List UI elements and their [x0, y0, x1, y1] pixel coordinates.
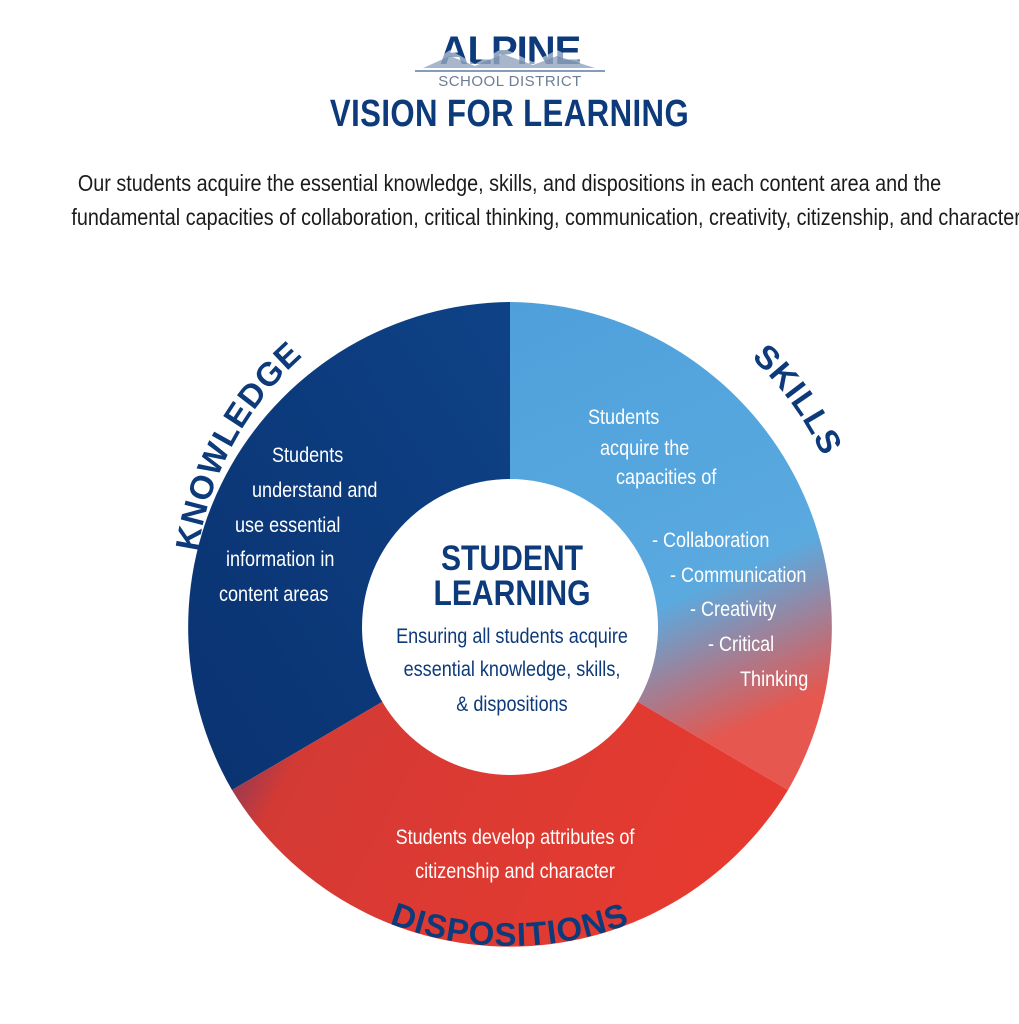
logo-subtitle: SCHOOL DISTRICT: [438, 73, 582, 90]
dispositions-line: citizenship and character: [415, 860, 615, 884]
knowledge-line: content areas: [219, 583, 329, 607]
intro-line: fundamental capacities of collaboration,…: [71, 204, 1019, 230]
knowledge-line: understand and: [252, 479, 377, 503]
page-title: VISION FOR LEARNING: [329, 93, 690, 135]
mountain-graphic: [423, 48, 595, 68]
alpine-logo: ALPINE SCHOOL DISTRICT: [415, 29, 605, 90]
center-body-line: essential knowledge, skills,: [404, 658, 621, 682]
center-title: LEARNING: [433, 573, 590, 613]
center-body-line: & dispositions: [456, 693, 568, 717]
skills-list-item: - Collaboration: [652, 529, 769, 553]
skills-text: Students acquire the capacities of - Col…: [588, 406, 808, 692]
skills-list-item: - Critical: [708, 633, 774, 657]
skills-line: capacities of: [616, 466, 717, 490]
dispositions-text: Students develop attributes of citizensh…: [396, 826, 635, 884]
skills-line: acquire the: [600, 437, 689, 461]
skills-list-item: Thinking: [740, 668, 808, 692]
knowledge-text: Students understand and use essential in…: [219, 444, 377, 607]
segment-dispositions: [232, 627, 788, 947]
knowledge-line: use essential: [235, 514, 340, 538]
skills-line: Students: [588, 406, 659, 430]
center-title: STUDENT: [441, 538, 583, 578]
center-circle: [362, 479, 658, 775]
skills-list-item: - Communication: [670, 564, 806, 588]
skills-list-item: - Creativity: [690, 598, 776, 622]
center-body-line: Ensuring all students acquire: [396, 625, 628, 649]
knowledge-line: information in: [226, 548, 334, 572]
center-text: STUDENT LEARNING Ensuring all students a…: [396, 538, 628, 717]
knowledge-line: Students: [272, 444, 343, 468]
dispositions-line: Students develop attributes of: [396, 826, 635, 850]
intro-line: Our students acquire the essential knowl…: [77, 170, 942, 196]
intro-text: Our students acquire the essential knowl…: [0, 166, 1019, 234]
